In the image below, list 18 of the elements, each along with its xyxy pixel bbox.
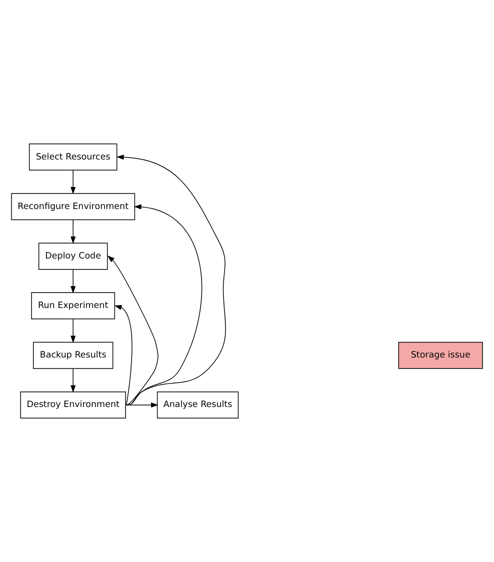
arrow <box>125 402 158 408</box>
arrow <box>114 304 132 406</box>
node-box: Destroy Environment <box>20 391 126 418</box>
arrow <box>70 220 76 244</box>
arrow <box>126 204 202 406</box>
arrow <box>107 256 158 406</box>
node-box: Reconfigure Environment <box>11 193 136 220</box>
arrow <box>70 318 76 344</box>
arrow <box>70 269 76 294</box>
node-box: Select Resources <box>28 144 118 171</box>
node-box: Backup Results <box>32 342 114 369</box>
arrow <box>70 170 76 194</box>
arrow <box>70 368 76 393</box>
node-box: Run Experiment <box>31 292 116 320</box>
node-box: Storage issue <box>398 342 483 369</box>
node-box: Analyse Results <box>156 391 239 418</box>
node-box: Deploy Code <box>38 242 108 270</box>
arrow <box>116 154 226 406</box>
